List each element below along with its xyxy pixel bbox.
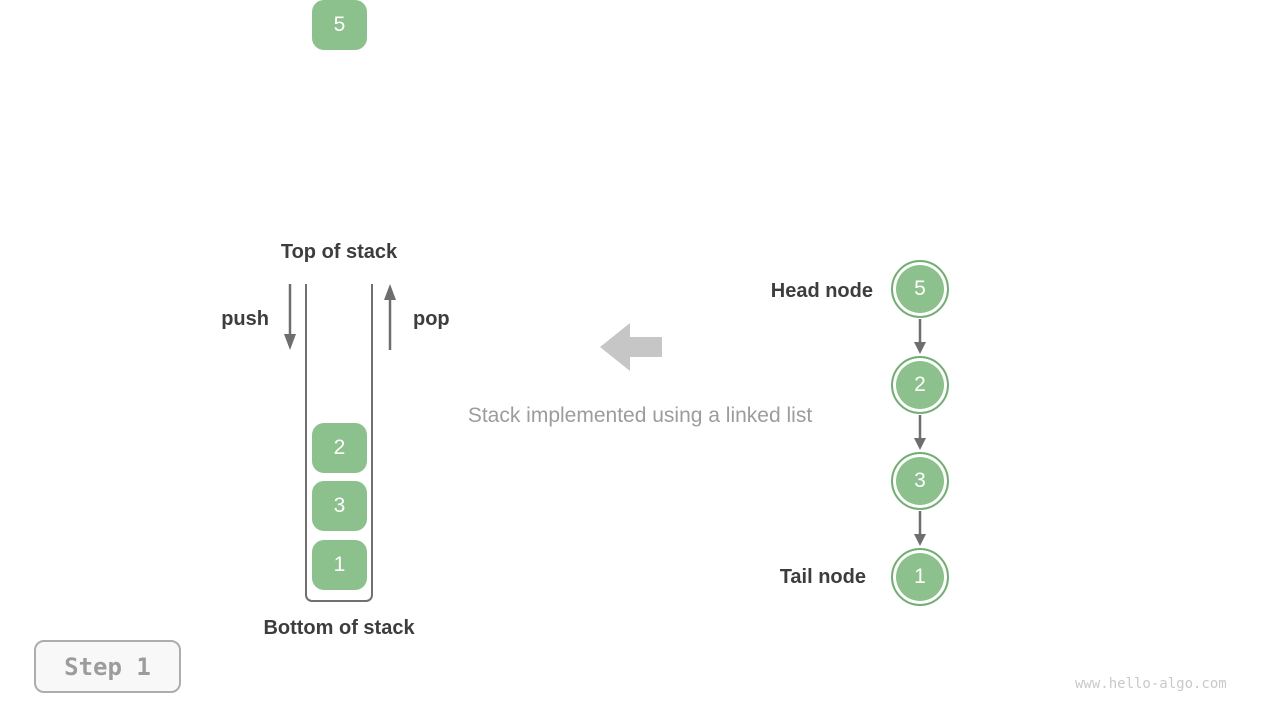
pop-arrow-icon [384,284,396,350]
head-node-label: Head node [770,280,873,302]
push-arrow-icon [284,284,296,350]
stack-cell: 5 [312,0,367,50]
top-of-stack-label: Top of stack [280,241,398,263]
push-label: push [221,308,269,330]
step-badge: Step 1 [34,640,181,693]
link-arrow-icon [914,319,926,354]
tail-node-label: Tail node [779,566,866,588]
left-block-arrow-icon [600,323,662,371]
list-node: 5 [891,260,949,318]
watermark: www.hello-algo.com [1075,676,1227,692]
caption-text: Stack implemented using a linked list [467,404,813,427]
list-node: 1 [891,548,949,606]
link-arrow-icon [914,511,926,546]
stack-cell: 3 [312,481,367,531]
stack-cell: 1 [312,540,367,590]
stack-cell: 2 [312,423,367,473]
list-node: 2 [891,356,949,414]
link-arrow-icon [914,415,926,450]
stack-container [305,284,373,602]
list-node: 3 [891,452,949,510]
bottom-of-stack-label: Bottom of stack [263,617,415,639]
pop-label: pop [413,308,450,330]
